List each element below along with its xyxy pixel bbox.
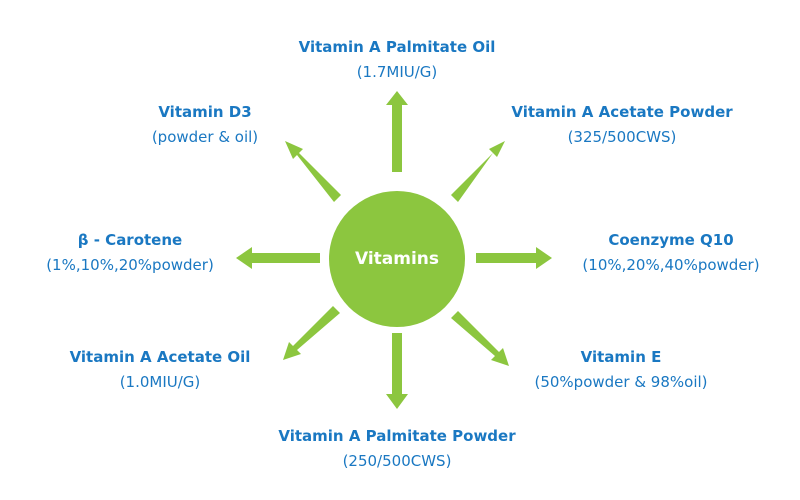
vitamins-hub: Vitamins bbox=[329, 191, 465, 327]
node-vitamin-a-palmitate-oil: Vitamin A Palmitate Oil (1.7MIU/G) bbox=[299, 35, 496, 85]
arrow-top bbox=[386, 91, 408, 172]
node-title: Vitamin E bbox=[580, 348, 662, 366]
node-detail: (250/500CWS) bbox=[342, 452, 452, 470]
node-title: Vitamin A Acetate Oil bbox=[69, 348, 251, 366]
node-beta-carotene: β - Carotene (1%,10%,20%powder) bbox=[46, 228, 214, 278]
node-vitamin-e: Vitamin E (50%powder & 98%oil) bbox=[534, 345, 707, 395]
node-detail: (1.7MIU/G) bbox=[356, 63, 438, 81]
node-vitamin-a-palmitate-powder: Vitamin A Palmitate Powder (250/500CWS) bbox=[278, 424, 515, 474]
hub-label: Vitamins bbox=[354, 249, 440, 269]
node-vitamin-d3: Vitamin D3 (powder & oil) bbox=[152, 100, 258, 150]
arrow-bottom-left bbox=[283, 306, 340, 360]
arrow-bottom bbox=[386, 333, 408, 409]
node-vitamin-a-acetate-powder: Vitamin A Acetate Powder (325/500CWS) bbox=[511, 100, 732, 150]
node-vitamin-a-acetate-oil: Vitamin A Acetate Oil (1.0MIU/G) bbox=[70, 345, 251, 395]
arrow-top-left bbox=[285, 141, 341, 202]
node-detail: (50%powder & 98%oil) bbox=[534, 373, 708, 391]
node-title: Vitamin A Palmitate Oil bbox=[298, 38, 496, 56]
node-title: β - Carotene bbox=[77, 231, 183, 249]
node-title: Vitamin D3 bbox=[158, 103, 252, 121]
arrow-bottom-right bbox=[451, 311, 509, 366]
node-detail: (1.0MIU/G) bbox=[119, 373, 201, 391]
node-detail: (1%,10%,20%powder) bbox=[46, 256, 214, 274]
arrow-left bbox=[236, 247, 320, 269]
node-title: Coenzyme Q10 bbox=[608, 231, 734, 249]
node-title: Vitamin A Acetate Powder bbox=[511, 103, 733, 121]
node-title: Vitamin A Palmitate Powder bbox=[278, 427, 516, 445]
arrow-right bbox=[476, 247, 552, 269]
node-detail: (325/500CWS) bbox=[567, 128, 677, 146]
node-detail: (powder & oil) bbox=[151, 128, 259, 146]
node-coenzyme-q10: Coenzyme Q10 (10%,20%,40%powder) bbox=[582, 228, 759, 278]
arrow-top-right bbox=[451, 141, 505, 202]
node-detail: (10%,20%,40%powder) bbox=[582, 256, 760, 274]
